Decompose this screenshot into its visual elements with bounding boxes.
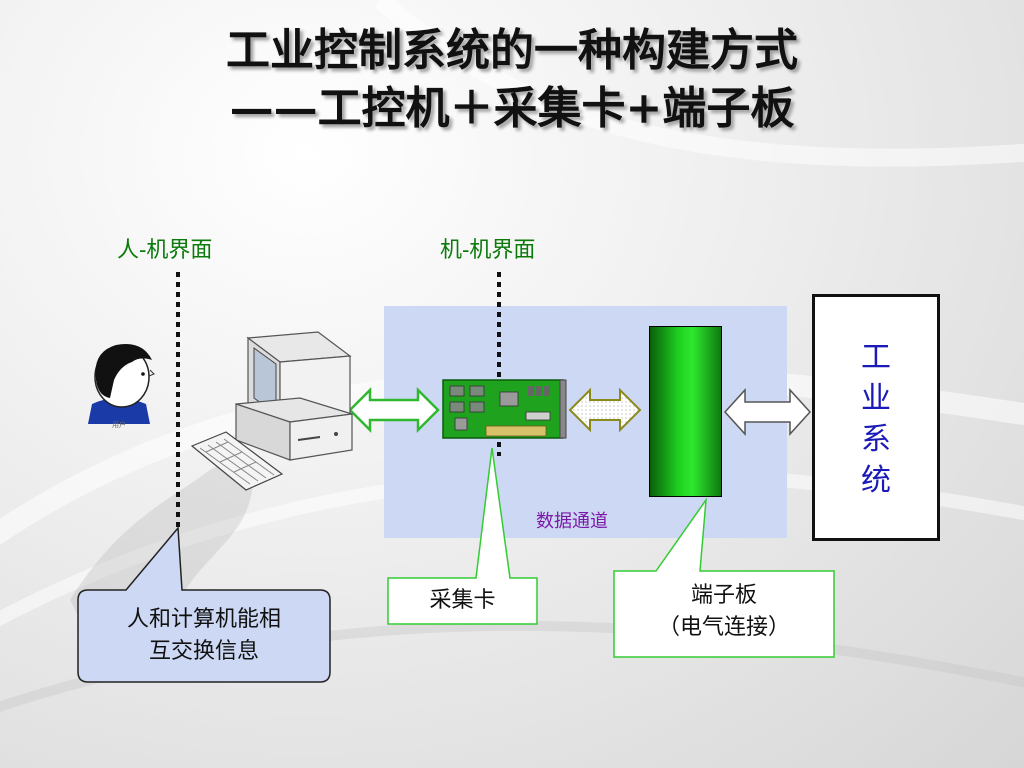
slide-title: 工业控制系统的一种构建方式 ——工控机＋采集卡+端子板 — [0, 22, 1024, 138]
callout-terminal-board-text: 端子板 （电气连接） — [616, 580, 832, 644]
callout-human-computer-line-2: 互交换信息 — [148, 639, 259, 664]
double-arrow-computer-card — [348, 386, 440, 434]
callout-human-computer-bubble — [77, 526, 331, 683]
machine-machine-interface-label: 机-机界面 — [440, 238, 536, 263]
industrial-system-label: 工业系统 — [861, 340, 891, 498]
industrial-system-box: 工业系统 — [812, 294, 940, 541]
double-arrow-terminal-system — [723, 388, 812, 436]
title-line-1: 工业控制系统的一种构建方式 — [226, 25, 798, 76]
user-avatar-icon — [88, 344, 155, 424]
title-line-2: ——工控机＋采集卡+端子板 — [229, 83, 795, 134]
callout-acquisition-card-bubble — [387, 447, 538, 625]
daq-card-icon — [442, 379, 567, 439]
data-channel-label: 数据通道 — [536, 511, 608, 532]
keyboard-icon — [190, 431, 284, 491]
human-machine-interface-label: 人-机界面 — [117, 238, 213, 263]
callout-terminal-board-line-1: 端子板 — [690, 583, 757, 608]
computer-icon — [235, 331, 353, 461]
double-arrow-card-terminal — [568, 387, 642, 433]
callout-terminal-board-bubble — [613, 497, 835, 658]
callout-terminal-board-line-2: （电气连接） — [657, 615, 790, 640]
callout-human-computer-text: 人和计算机能相 互交换信息 — [80, 604, 328, 668]
user-caption: 用户 — [112, 421, 126, 429]
callout-acquisition-card-text: 采集卡 — [429, 588, 496, 613]
callout-human-computer-line-1: 人和计算机能相 — [126, 607, 281, 632]
terminal-board — [649, 326, 722, 497]
